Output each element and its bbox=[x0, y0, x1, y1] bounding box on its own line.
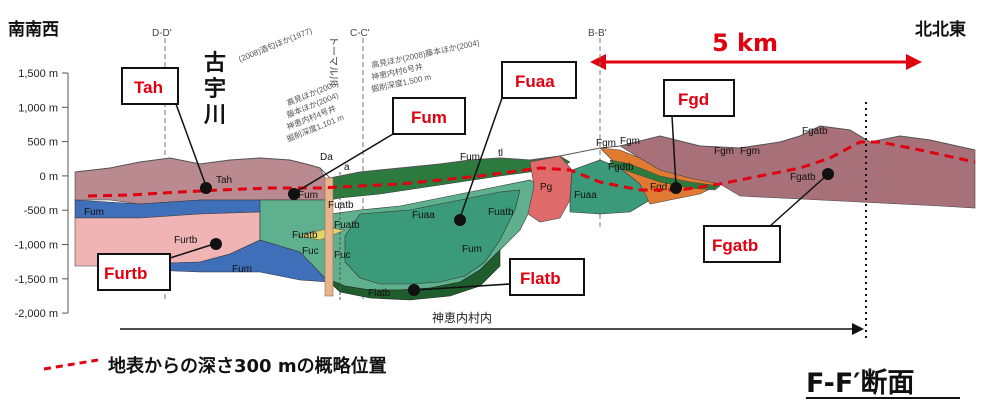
section-line-label: B-B' bbox=[588, 28, 607, 39]
unit-label: Da bbox=[320, 152, 333, 163]
unit-label: Fuatb bbox=[292, 230, 318, 241]
axis-tick-label: 500 m bbox=[27, 137, 58, 149]
axis-tick-label: 1,500 m bbox=[18, 68, 58, 80]
village-label: 神恵内村内 bbox=[432, 311, 492, 325]
axis-tick-label: -1,000 m bbox=[15, 240, 58, 252]
depth-300m-line bbox=[87, 140, 976, 198]
axis-tick-label: 0 m bbox=[40, 171, 58, 183]
unit-label: Tah bbox=[216, 175, 232, 186]
unit-label: Fgm bbox=[740, 146, 760, 157]
section-line-label: C-C' bbox=[350, 28, 370, 39]
unit-label: Fuatb bbox=[334, 220, 360, 231]
axis-tick-label: -2,000 m bbox=[15, 308, 58, 320]
borehole-well bbox=[324, 177, 334, 297]
river-name-char: 古 bbox=[204, 50, 226, 76]
section-title-text: F-F′断面 bbox=[806, 368, 914, 399]
unit-label: Flatb bbox=[368, 288, 391, 299]
village-extent: 神恵内村内 bbox=[120, 311, 864, 335]
unit-labels: Da a Fum tl Pg Fgm Fgm Fgdtb Fgm Fgm Fga… bbox=[84, 126, 828, 299]
unit-label: Fuaa bbox=[574, 190, 597, 201]
callout-label: Fgd bbox=[678, 90, 709, 109]
unit-label: Fum bbox=[460, 152, 480, 163]
unit-label: Fgd bbox=[650, 182, 667, 193]
svg-text:(2008)酒匂ほか(1977): (2008)酒匂ほか(1977) bbox=[237, 25, 314, 64]
section-title: F-F′断面 bbox=[806, 368, 960, 399]
unit-label: a bbox=[344, 162, 350, 173]
unit-label: Fgm bbox=[620, 136, 640, 147]
callout-label: Fuaa bbox=[515, 72, 555, 91]
unit-label: Fuaa bbox=[412, 210, 435, 221]
unit-label: Fgm bbox=[714, 146, 734, 157]
axis-tick-label: 1,000 m bbox=[18, 102, 58, 114]
unit-label: Fum bbox=[232, 264, 252, 275]
direction-right-label: 北北東 bbox=[915, 19, 966, 40]
unit-label: Fgdtb bbox=[608, 162, 634, 173]
callout-label: Fum bbox=[411, 108, 447, 127]
unit-label: Fgatb bbox=[790, 172, 816, 183]
geologic-section bbox=[74, 125, 976, 301]
unit-label: Fgatb bbox=[802, 126, 828, 137]
scale-bar: 5 km bbox=[590, 29, 922, 70]
callout-label: Tah bbox=[134, 78, 163, 97]
river-name-char: 宇 bbox=[204, 77, 226, 102]
unit-label: Fuatb bbox=[328, 200, 354, 211]
river-name-char: 川 bbox=[203, 103, 226, 128]
unit-label: Fgm bbox=[596, 138, 616, 149]
unit-label: Fuc bbox=[302, 246, 319, 257]
unit-label: Fuc bbox=[334, 250, 351, 261]
direction-left-label: 南南西 bbox=[8, 19, 59, 40]
scale-label: 5 km bbox=[712, 29, 778, 57]
unit-label: Fuatb bbox=[488, 207, 514, 218]
legend: 地表からの深さ300 mの概略位置 bbox=[43, 355, 387, 377]
unit-label: Pg bbox=[540, 182, 552, 193]
section-line-label: トーマル川 bbox=[327, 36, 338, 86]
callout-label: Flatb bbox=[520, 269, 561, 288]
depth-axis: 1,500 m 1,000 m 500 m 0 m -500 m -1,000 m -1,5… bbox=[15, 68, 69, 320]
unit-label: Fum bbox=[298, 190, 318, 201]
unit-label: tl bbox=[498, 148, 503, 159]
section-line-label: D-D' bbox=[152, 28, 172, 39]
river-name: 古 宇 川 bbox=[203, 50, 226, 128]
callouts: Tah Fum Fuaa Fgd Furtb Flatb Fgatb bbox=[97, 61, 834, 296]
unit-label: Fum bbox=[84, 207, 104, 218]
legend-text: 地表からの深さ300 mの概略位置 bbox=[108, 355, 387, 377]
callout-label: Furtb bbox=[104, 264, 147, 283]
callout-label: Fgatb bbox=[712, 236, 758, 255]
axis-tick-label: -1,500 m bbox=[15, 274, 58, 286]
unit-label: Fum bbox=[462, 244, 482, 255]
svg-text:高見ほか(2008)藤本ほか(2004): 高見ほか(2008)藤本ほか(2004) bbox=[370, 37, 480, 70]
axis-tick-label: -500 m bbox=[24, 205, 58, 217]
unit-label: Furtb bbox=[174, 235, 198, 246]
